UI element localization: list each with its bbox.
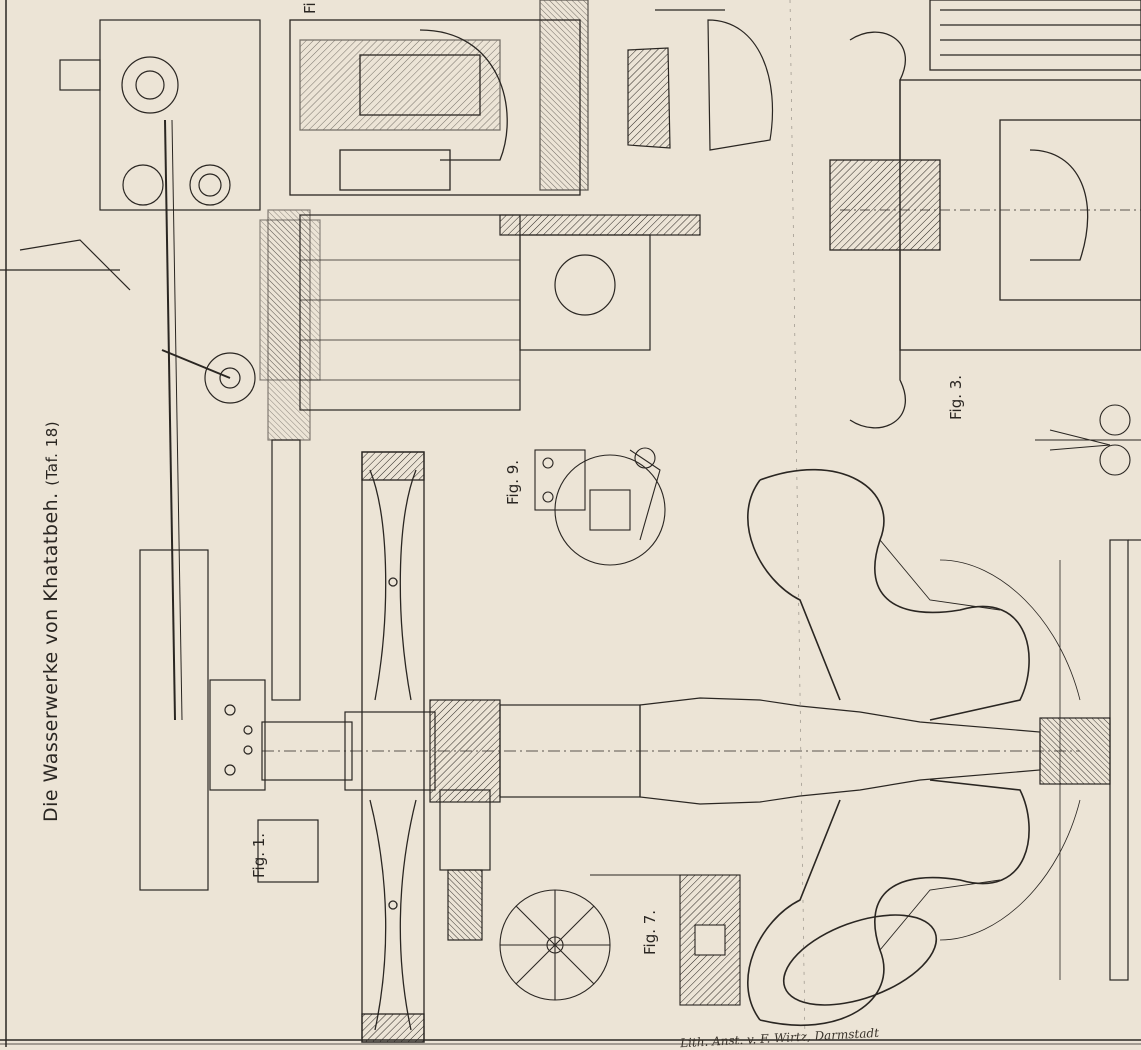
governor-detail — [1035, 404, 1141, 476]
fig9-valve-detail — [534, 447, 666, 566]
title-suffix: (Taf. 18) — [43, 420, 61, 486]
plate-title: Die Wasserwerke von Khatatbeh. (Taf. 18) — [40, 421, 62, 822]
fig3-pump-section — [829, 0, 1141, 429]
fig1-main-shaft-assembly — [261, 539, 1141, 981]
flywheel-section — [361, 451, 425, 1043]
title-text: Die Wasserwerke von Khatatbeh. — [40, 492, 62, 822]
valve-chest — [259, 214, 701, 411]
fig2-cylinder-section — [289, 0, 589, 196]
fig7-disc-detail — [499, 874, 741, 1006]
fig-detail-top — [627, 9, 774, 151]
impeller-housing — [747, 468, 1081, 1026]
figure-label-3: Fig. 3. — [947, 374, 965, 420]
figure-label-1: Fig. 1. — [250, 832, 268, 878]
figure-label-7: Fig. 7. — [641, 909, 659, 955]
figure-label-top: Fi — [301, 2, 319, 14]
figure-label-9: Fig. 9. — [504, 459, 522, 505]
